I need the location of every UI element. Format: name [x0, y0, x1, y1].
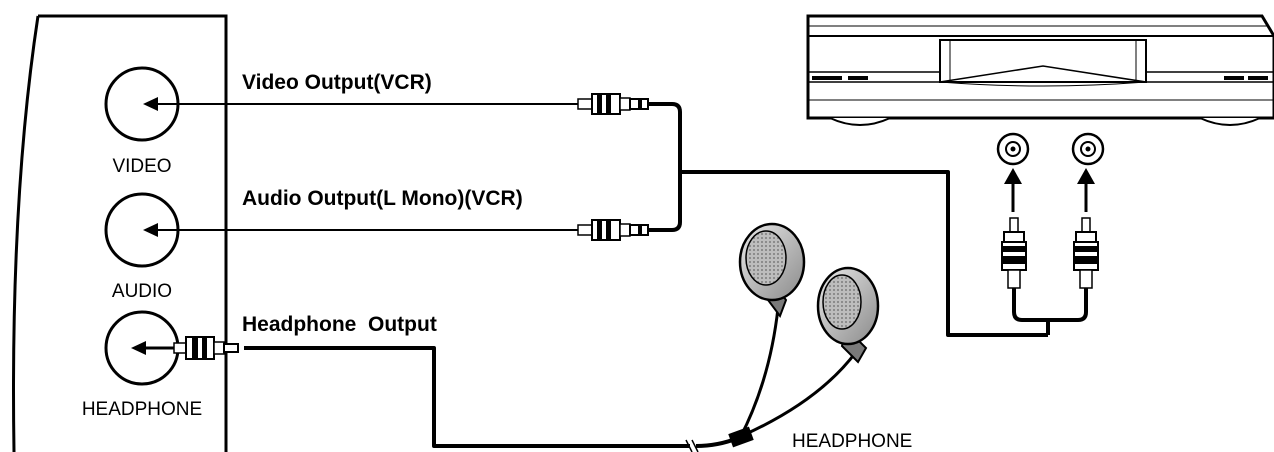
- vcr-arrows: [1004, 168, 1095, 212]
- earphone-left: [738, 222, 806, 319]
- audio-arrow: [143, 223, 580, 237]
- av-cable: [648, 102, 1088, 337]
- video-output-label: Video Output(VCR): [242, 71, 432, 94]
- headphone-device-label: HEADPHONE: [792, 431, 912, 452]
- headphone-jack-label: HEADPHONE: [82, 399, 202, 420]
- headphone-arrow: [131, 341, 176, 355]
- vcr-audio-socket[interactable]: [1071, 132, 1105, 166]
- video-jack-label: VIDEO: [112, 156, 171, 177]
- vcr-video-socket[interactable]: [996, 132, 1030, 166]
- device-panel: [12, 14, 228, 452]
- earphone-right: [816, 266, 880, 364]
- vcr-rca-plug-right: [1073, 217, 1099, 289]
- video-rca-plug: [577, 93, 649, 115]
- headphone-output-label: Headphone Output: [242, 313, 437, 336]
- video-arrow: [143, 97, 580, 111]
- headphone-cable: [244, 307, 858, 452]
- vcr-unit: [806, 14, 1274, 126]
- headphone-plug: [173, 336, 239, 360]
- audio-output-label: Audio Output(L Mono)(VCR): [242, 187, 523, 210]
- audio-rca-plug: [577, 219, 649, 241]
- vcr-rca-plug-left: [1001, 217, 1027, 289]
- audio-jack-label: AUDIO: [112, 281, 172, 302]
